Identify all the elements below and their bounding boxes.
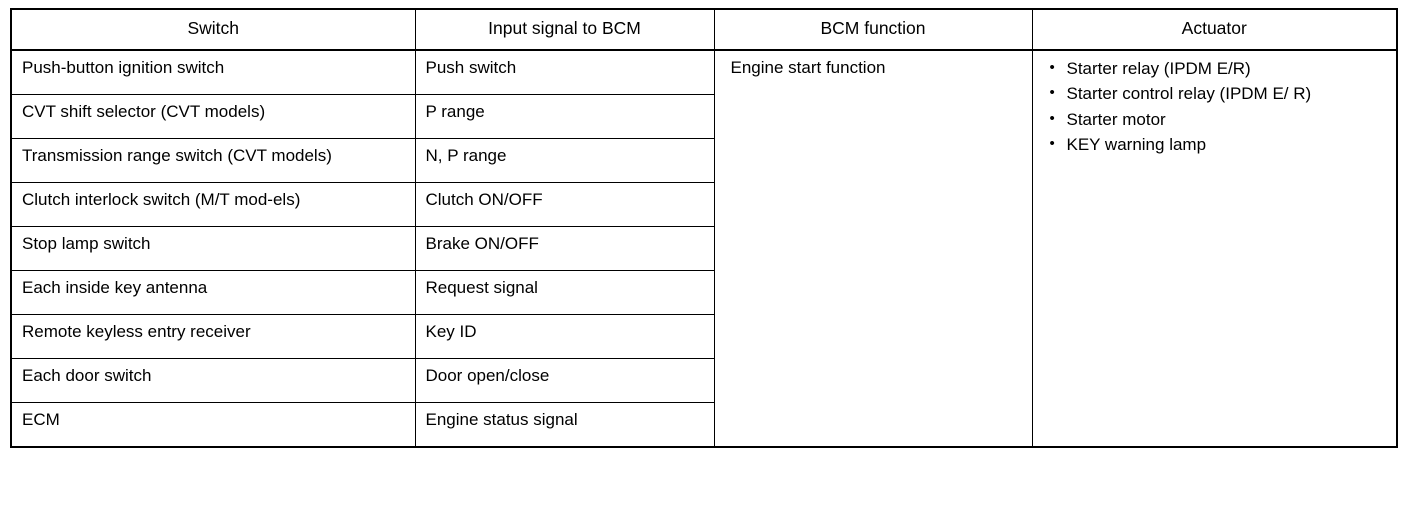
cell-input-signal: Clutch ON/OFF xyxy=(414,181,715,227)
list-item: Starter control relay (IPDM E/ R) xyxy=(1047,82,1389,105)
cell-switch: CVT shift selector (CVT models) xyxy=(10,93,416,139)
cell-input-signal: Door open/close xyxy=(414,357,715,403)
table-row: ECM Engine status signal xyxy=(10,401,1397,448)
column-header-actuator: Actuator xyxy=(1031,8,1398,51)
table-row: Transmission range switch (CVT models) N… xyxy=(10,137,1397,183)
cell-actuator: Starter relay (IPDM E/R) Starter control… xyxy=(1031,49,1398,448)
actuator-list: Starter relay (IPDM E/R) Starter control… xyxy=(1047,57,1389,157)
table-header-row: Switch Input signal to BCM BCM function … xyxy=(10,8,1398,51)
list-item: Starter motor xyxy=(1047,108,1389,131)
cell-switch: Stop lamp switch xyxy=(10,225,416,271)
table-header: Switch Input signal to BCM BCM function … xyxy=(10,8,1398,51)
cell-bcm-function: Engine start function xyxy=(713,49,1033,448)
cell-input-signal: Request signal xyxy=(414,269,715,315)
cell-input-signal: Push switch xyxy=(414,49,715,95)
cell-switch: Clutch interlock switch (M/T mod-els) xyxy=(10,181,416,227)
table-body: Push-button ignition switch Push switch … xyxy=(10,49,1398,448)
cell-switch: Push-button ignition switch xyxy=(10,49,416,95)
cell-input-signal: P range xyxy=(414,93,715,139)
cell-input-signal: Brake ON/OFF xyxy=(414,225,715,271)
cell-input-signal: N, P range xyxy=(414,137,715,183)
table-row: Clutch interlock switch (M/T mod-els) Cl… xyxy=(10,181,1397,227)
column-header-bcm-function: BCM function xyxy=(713,8,1033,51)
cell-input-signal: Engine status signal xyxy=(414,401,715,448)
cell-input-signal: Key ID xyxy=(414,313,715,359)
column-header-switch: Switch xyxy=(10,8,416,51)
list-item: KEY warning lamp xyxy=(1047,133,1389,156)
engine-start-system-table: Switch Input signal to BCM BCM function … xyxy=(10,8,1398,448)
table-row: Each door switch Door open/close xyxy=(10,357,1397,403)
bcm-function-label: Engine start function xyxy=(730,57,886,77)
cell-switch: Each inside key antenna xyxy=(10,269,416,315)
table-row: Push-button ignition switch Push switch … xyxy=(10,49,1398,448)
cell-switch: Remote keyless entry receiver xyxy=(10,313,416,359)
list-item: Starter relay (IPDM E/R) xyxy=(1047,57,1389,80)
table-row: CVT shift selector (CVT models) P range xyxy=(10,93,1397,139)
cell-switch: Each door switch xyxy=(10,357,416,403)
cell-switch: Transmission range switch (CVT models) xyxy=(10,137,416,183)
cell-switch: ECM xyxy=(10,401,416,448)
column-header-input-signal: Input signal to BCM xyxy=(414,8,715,51)
table-row: Stop lamp switch Brake ON/OFF xyxy=(10,225,1397,271)
table-row: Remote keyless entry receiver Key ID xyxy=(10,313,1397,359)
table-row: Each inside key antenna Request signal xyxy=(10,269,1397,315)
